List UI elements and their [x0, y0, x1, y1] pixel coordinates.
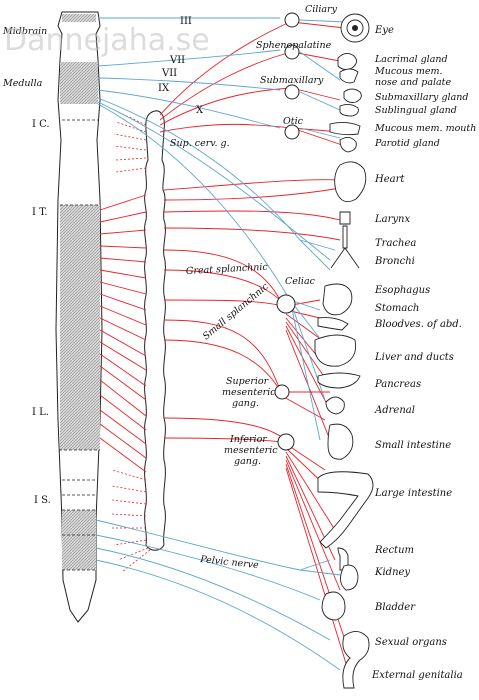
label-rectum: Rectum: [374, 545, 414, 556]
label-submaxillary: Submaxillary: [260, 75, 324, 86]
label-ic: I C.: [32, 119, 50, 130]
label-it: I T.: [32, 207, 48, 218]
mouth-icon: [329, 121, 361, 136]
larynx-icon: [339, 211, 351, 225]
sublingual-gland-icon: [339, 103, 359, 117]
label-adrenal: Adrenal: [374, 405, 415, 416]
submaxillary-gland-icon: [343, 88, 362, 103]
organ-glyphs: [314, 13, 374, 689]
celiac-ganglion: [276, 294, 296, 314]
watermark-text: Dannejaha.se: [4, 23, 210, 58]
label-sexual-organs: Sexual organs: [375, 637, 447, 648]
label-bloodves: Bloodves. of abd.: [374, 319, 462, 330]
label-celiac: Celiac: [285, 276, 316, 287]
label-bladder: Bladder: [374, 602, 416, 613]
ganglion-labels: Ciliary Sphenopalatine Submaxillary Otic…: [170, 4, 338, 571]
large-intestine-icon: [317, 471, 374, 549]
label-pancreas: Pancreas: [374, 379, 421, 390]
label-nerve-vii-a: VII: [169, 55, 185, 66]
label-sublingual-gland: Sublingual gland: [375, 105, 457, 116]
stomach-icon: [322, 283, 353, 316]
label-submaxillary-gland: Submaxillary gland: [375, 92, 468, 103]
label-inferior-2: mesenteric: [224, 445, 278, 456]
label-superior-3: gang.: [232, 398, 259, 409]
label-mucous-mouth: Mucous mem. mouth: [374, 123, 476, 134]
medulla-segment: [60, 62, 98, 104]
heart-icon: [334, 161, 367, 203]
label-nerve-iii: III: [180, 16, 192, 27]
label-medulla: Medulla: [2, 78, 43, 89]
bladder-icon: [321, 591, 346, 621]
pancreas-icon: [317, 372, 361, 389]
label-nerve-ix: IX: [158, 83, 170, 94]
label-bronchi: Bronchi: [374, 256, 415, 267]
label-kidney: Kidney: [374, 567, 410, 578]
superior-mesenteric-ganglion: [274, 384, 290, 400]
eye-icon: [340, 13, 370, 43]
trachea-icon: [342, 225, 348, 249]
label-small-intestine: Small intestine: [375, 440, 451, 451]
label-otic: Otic: [283, 116, 304, 127]
label-external-genitalia: External genitalia: [371, 670, 463, 681]
bronchi-icon: [330, 247, 360, 269]
small-intestine-icon: [327, 423, 354, 460]
label-superior-2: mesenteric: [222, 387, 276, 398]
sphenopalatine-ganglion: [284, 44, 300, 60]
label-nerve-vii-b: VII: [161, 68, 177, 79]
liver-icon: [314, 334, 357, 367]
kidney-icon: [340, 564, 359, 591]
label-superior-1: Superior: [226, 376, 270, 387]
ciliary-ganglion: [284, 12, 300, 28]
label-pelvic-nerve: Pelvic nerve: [199, 554, 260, 571]
inferior-mesenteric-ganglion: [277, 433, 295, 451]
label-ciliary: Ciliary: [305, 4, 338, 15]
adrenal-icon: [325, 396, 345, 415]
spinal-cord: [55, 11, 103, 623]
label-large-intestine: Large intestine: [374, 488, 452, 499]
label-is: I S.: [34, 495, 51, 506]
label-liver: Liver and ducts: [374, 352, 454, 363]
label-sphenopalatine: Sphenopalatine: [256, 40, 332, 51]
sexual-organs-icon: [342, 631, 370, 689]
cranial-nerve-labels: III VII VII IX X: [158, 16, 204, 116]
bloodvessels-icon: [317, 317, 349, 331]
label-parotid: Parotid gland: [374, 138, 440, 149]
label-esophagus: Esophagus: [374, 285, 430, 296]
mucous-nose-icon: [339, 68, 359, 84]
label-great-splanchnic: Great splanchnic: [186, 262, 269, 277]
label-eye: Eye: [374, 25, 394, 36]
sympathetic-fibers: [99, 21, 349, 671]
cord-labels: Midbrain Medulla I C. I T. I L. I S.: [2, 26, 51, 506]
ganglia-nodes: [274, 12, 300, 451]
label-nerve-x: X: [196, 105, 204, 116]
thoracolumbar-segment: [60, 205, 100, 450]
submaxillary-ganglion: [284, 84, 300, 100]
label-inferior-3: gang.: [234, 456, 261, 467]
label-larynx: Larynx: [374, 214, 410, 225]
label-midbrain: Midbrain: [2, 26, 47, 37]
sympathetic-chain: [144, 110, 166, 551]
label-inferior-1: Inferior: [229, 434, 268, 445]
label-stomach: Stomach: [375, 303, 419, 314]
lacrimal-gland-icon: [337, 53, 357, 71]
label-mucous-nose-1: Mucous mem.: [374, 66, 443, 77]
label-heart: Heart: [374, 174, 405, 185]
label-il: I L.: [32, 407, 49, 418]
sacral-segment: [62, 510, 96, 570]
label-lacrimal: Lacrimal gland: [374, 54, 448, 65]
label-mucous-nose-2: nose and palate: [375, 77, 452, 88]
label-sup-cerv: Sup. cerv. g.: [170, 138, 230, 149]
label-trachea: Trachea: [375, 238, 416, 249]
parotid-gland-icon: [339, 137, 357, 153]
midbrain-segment: [62, 14, 96, 22]
organ-labels: Eye Lacrimal gland Mucous mem. nose and …: [371, 25, 476, 681]
otic-ganglion: [284, 124, 300, 140]
